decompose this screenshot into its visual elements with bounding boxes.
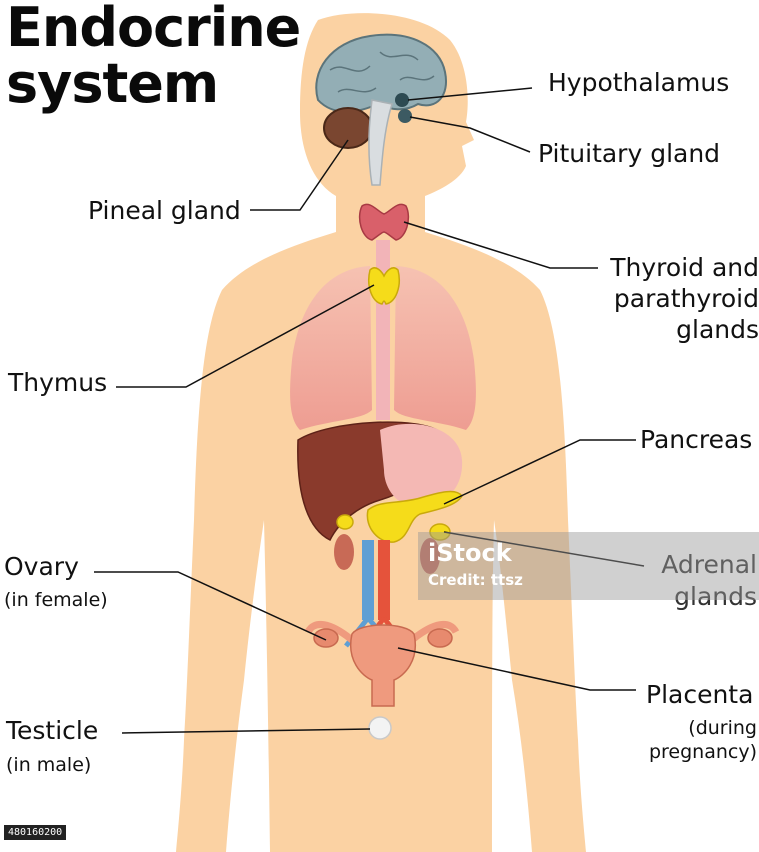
leader-pancreas	[443, 439, 636, 505]
vena-cava	[362, 540, 374, 620]
pancreas-gland	[366, 490, 463, 543]
ovary-right	[427, 628, 453, 648]
label-thyroid-line2: parathyroid	[613, 284, 759, 313]
label-testicle: Testicle	[6, 716, 99, 745]
label-thyroid-line1: Thyroid and	[610, 253, 759, 282]
label-pancreas: Pancreas	[640, 425, 753, 454]
hypothalamus-gland	[395, 93, 409, 107]
leader-hypothalamus	[407, 87, 533, 101]
watermark-credit: Credit: ttsz	[428, 571, 523, 589]
cerebellum	[323, 107, 373, 149]
ovary-left	[313, 628, 339, 648]
label-testicle-note: (in male)	[6, 754, 92, 776]
trachea	[376, 240, 390, 420]
right-lung	[394, 266, 476, 430]
label-thyroid-line3: glands	[676, 315, 759, 344]
leader-adrenal	[443, 531, 645, 567]
label-placenta: Placenta	[646, 680, 754, 709]
leader-thyroid	[403, 221, 598, 269]
label-ovary: Ovary	[4, 552, 79, 581]
stomach	[380, 423, 463, 507]
brain-folds	[329, 51, 435, 93]
kidney-left	[334, 534, 354, 570]
watermark-band	[418, 532, 759, 600]
adrenal-gland-right	[429, 523, 451, 541]
stock-id-badge: 480160200	[4, 825, 67, 840]
leader-thymus	[116, 284, 375, 388]
diagram-title: Endocrine system	[6, 0, 301, 115]
title-line-2: system	[6, 52, 219, 115]
label-placenta-note-1: (during	[688, 717, 757, 739]
label-pineal: Pineal gland	[88, 196, 241, 225]
spinal-cord	[368, 99, 393, 186]
pituitary-gland	[398, 109, 412, 123]
title-line-1: Endocrine	[6, 0, 301, 59]
leader-pineal	[250, 139, 349, 211]
leader-pituitary	[409, 116, 531, 153]
testicle-gland	[368, 716, 392, 740]
label-thymus: Thymus	[8, 368, 108, 397]
label-ovary-note: (in female)	[4, 589, 108, 611]
aorta	[378, 540, 390, 620]
uterus	[349, 624, 417, 707]
label-pituitary: Pituitary gland	[538, 139, 721, 168]
leader-lines	[94, 87, 645, 734]
leader-placenta	[397, 647, 636, 691]
thyroid-gland	[358, 203, 410, 241]
label-adrenal-line1: Adrenal	[661, 550, 757, 579]
left-lung	[290, 266, 372, 430]
adrenal-gland-left	[336, 514, 354, 530]
watermark-logo: iStock	[428, 539, 512, 567]
thymus-gland	[368, 267, 400, 305]
label-hypothalamus: Hypothalamus	[548, 68, 730, 97]
leader-ovary	[94, 571, 327, 641]
label-placenta-note-2: pregnancy)	[648, 741, 757, 763]
leader-testicle	[121, 728, 371, 734]
label-adrenal-line2: glands	[674, 582, 757, 611]
kidney-right	[420, 538, 440, 574]
fallopian-tubes	[304, 621, 460, 643]
